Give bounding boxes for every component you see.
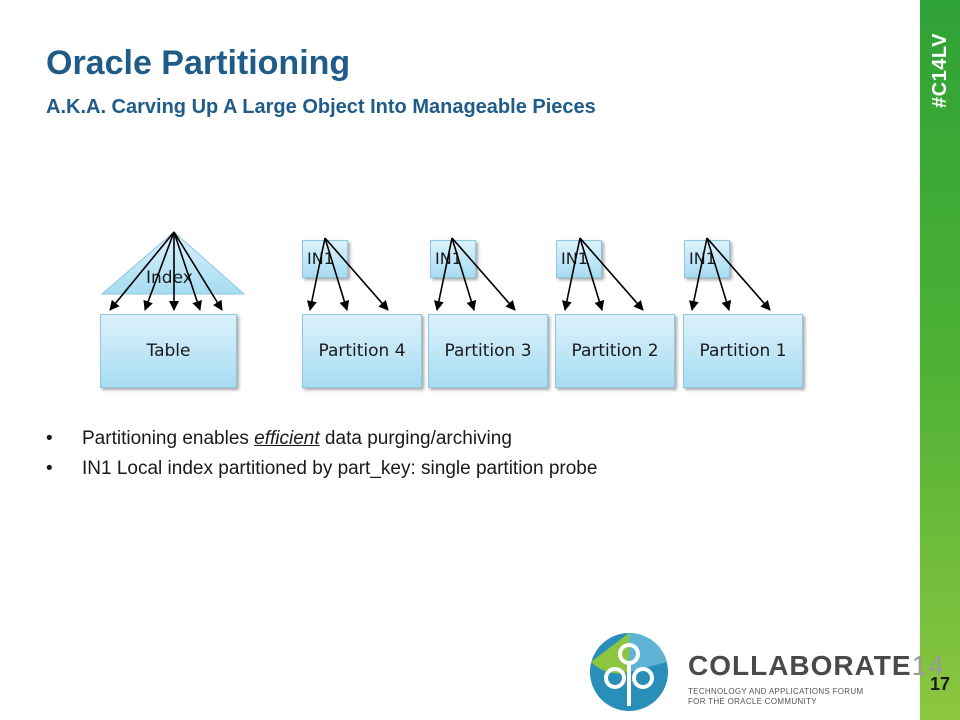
logo-brand-text: COLLABORATE14	[688, 650, 945, 681]
partition-2-box: Partition 2	[555, 314, 675, 388]
page-number: 17	[929, 674, 951, 694]
logo-tagline: TECHNOLOGY AND APPLICATIONS FORUM FOR TH…	[688, 687, 864, 706]
bullet-item: IN1 Local index partitioned by part_key:…	[46, 454, 597, 484]
pointer-arrows	[109, 231, 771, 311]
bullet-item: Partitioning enables efficient data purg…	[46, 424, 597, 454]
index-triangle	[100, 231, 246, 295]
partition-3-box: Partition 3	[428, 314, 548, 388]
local-index-2-label: IN1	[561, 249, 588, 268]
local-index-4-box	[302, 240, 348, 278]
emphasis-text: efficient	[254, 428, 320, 449]
hashtag-label: #C14LV	[928, 32, 951, 108]
slide-subtitle: A.K.A. Carving Up A Large Object Into Ma…	[46, 96, 596, 118]
trefoil-logo-icon	[590, 632, 668, 711]
partition-4-box: Partition 4	[302, 314, 422, 388]
bullet-list: Partitioning enables efficient data purg…	[46, 424, 597, 484]
brand-sidebar	[920, 0, 960, 720]
collaborate-logo: COLLABORATE14 TECHNOLOGY AND APPLICATION…	[588, 632, 944, 712]
index-label: Index	[146, 268, 193, 288]
slide-title: Oracle Partitioning	[46, 44, 351, 82]
partition-1-box: Partition 1	[683, 314, 803, 388]
table-box: Table	[100, 314, 237, 388]
